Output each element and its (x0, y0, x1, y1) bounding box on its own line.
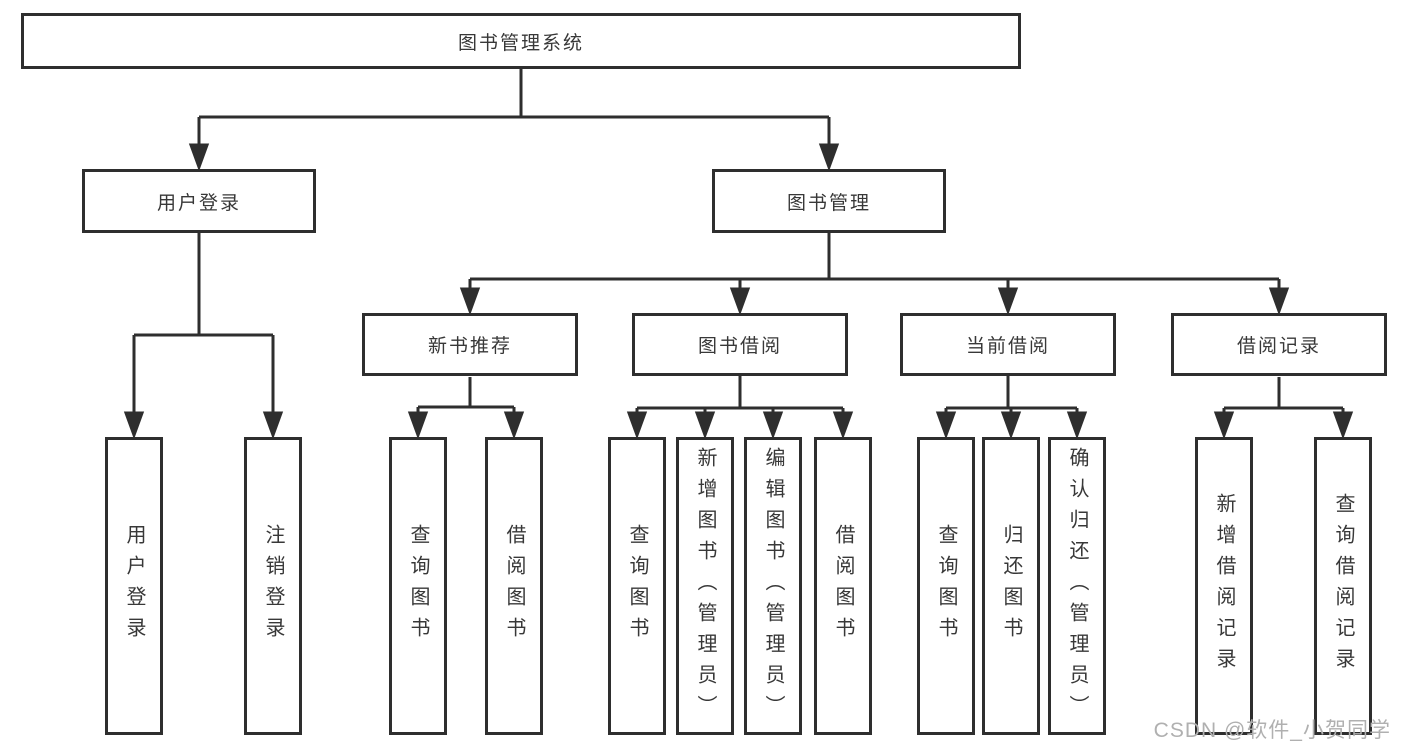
leaf-label: 新增借阅记录 (1213, 493, 1235, 679)
leaf-label: 查询借阅记录 (1332, 493, 1354, 679)
leaf-label: 归还图书 (1000, 524, 1022, 648)
leaf-confirm-return-admin: 确认归还（管理员） (1048, 437, 1106, 735)
leaf-edit-book-admin: 编辑图书（管理员） (744, 437, 802, 735)
arrowhead (1332, 411, 1354, 440)
connector-root-to-level2 (188, 69, 840, 172)
arrowhead (935, 411, 957, 440)
leaf-label: 确认归还（管理员） (1066, 446, 1088, 726)
arrowhead (407, 411, 429, 440)
node-borrowing-records: 借阅记录 (1171, 313, 1387, 376)
node-root-label: 图书管理系统 (457, 32, 584, 54)
arrowhead (729, 287, 751, 316)
leaf-query-borrow-record: 查询借阅记录 (1314, 437, 1372, 735)
node-current-borrowing: 当前借阅 (900, 313, 1116, 376)
node-book-borrowing: 图书借阅 (632, 313, 848, 376)
connector-current-borrow-to-leaves (935, 376, 1088, 440)
leaf-add-book-admin: 新增图书（管理员） (676, 437, 734, 735)
leaf-logout: 注销登录 (244, 437, 302, 735)
node-root-system: 图书管理系统 (21, 13, 1021, 69)
arrowhead (818, 143, 840, 172)
leaf-label: 新增图书（管理员） (694, 446, 716, 726)
leaf-query-books-borrow: 查询图书 (608, 437, 666, 735)
leaf-borrow-books-borrow: 借阅图书 (814, 437, 872, 735)
node-label: 借阅记录 (1236, 336, 1321, 357)
node-label: 当前借阅 (965, 336, 1050, 357)
leaf-label: 查询图书 (935, 524, 957, 648)
node-label: 新书推荐 (427, 336, 512, 357)
leaf-return-book: 归还图书 (982, 437, 1040, 735)
arrowhead (997, 287, 1019, 316)
arrowhead (1066, 411, 1088, 440)
csdn-watermark: CSDN @软件_小贺同学 (1153, 719, 1391, 742)
leaf-borrow-books-recommend: 借阅图书 (485, 437, 543, 735)
node-label: 图书管理 (786, 192, 871, 214)
leaf-query-books-recommend: 查询图书 (389, 437, 447, 735)
arrowhead (262, 411, 284, 440)
arrowhead (123, 411, 145, 440)
arrowhead (1213, 411, 1235, 440)
leaf-label: 查询图书 (407, 524, 429, 648)
node-user-login: 用户登录 (82, 169, 316, 233)
node-label: 用户登录 (156, 192, 241, 214)
leaf-user-login: 用户登录 (105, 437, 163, 735)
connector-user-login-to-leaves (123, 233, 284, 440)
arrowhead (832, 411, 854, 440)
leaf-label: 借阅图书 (503, 524, 525, 648)
arrowhead (459, 287, 481, 316)
arrowhead (762, 411, 784, 440)
arrowhead (1268, 287, 1290, 316)
node-label: 图书借阅 (697, 336, 782, 357)
leaf-label: 用户登录 (123, 524, 145, 648)
leaf-label: 注销登录 (262, 524, 284, 648)
connector-new-book-to-leaves (407, 377, 525, 440)
leaf-label: 编辑图书（管理员） (762, 446, 784, 726)
leaf-query-books-current: 查询图书 (917, 437, 975, 735)
connector-book-borrow-to-leaves (626, 376, 854, 440)
node-new-book-recommend: 新书推荐 (362, 313, 578, 376)
arrowhead (626, 411, 648, 440)
arrowhead (694, 411, 716, 440)
arrowhead (503, 411, 525, 440)
leaf-add-borrow-record: 新增借阅记录 (1195, 437, 1253, 735)
connector-book-mgmt-to-level3 (459, 233, 1290, 316)
arrowhead (188, 143, 210, 172)
node-book-management: 图书管理 (712, 169, 946, 233)
connector-borrow-record-to-leaves (1213, 377, 1354, 440)
leaf-label: 查询图书 (626, 524, 648, 648)
arrowhead (1000, 411, 1022, 440)
leaf-label: 借阅图书 (832, 524, 854, 648)
